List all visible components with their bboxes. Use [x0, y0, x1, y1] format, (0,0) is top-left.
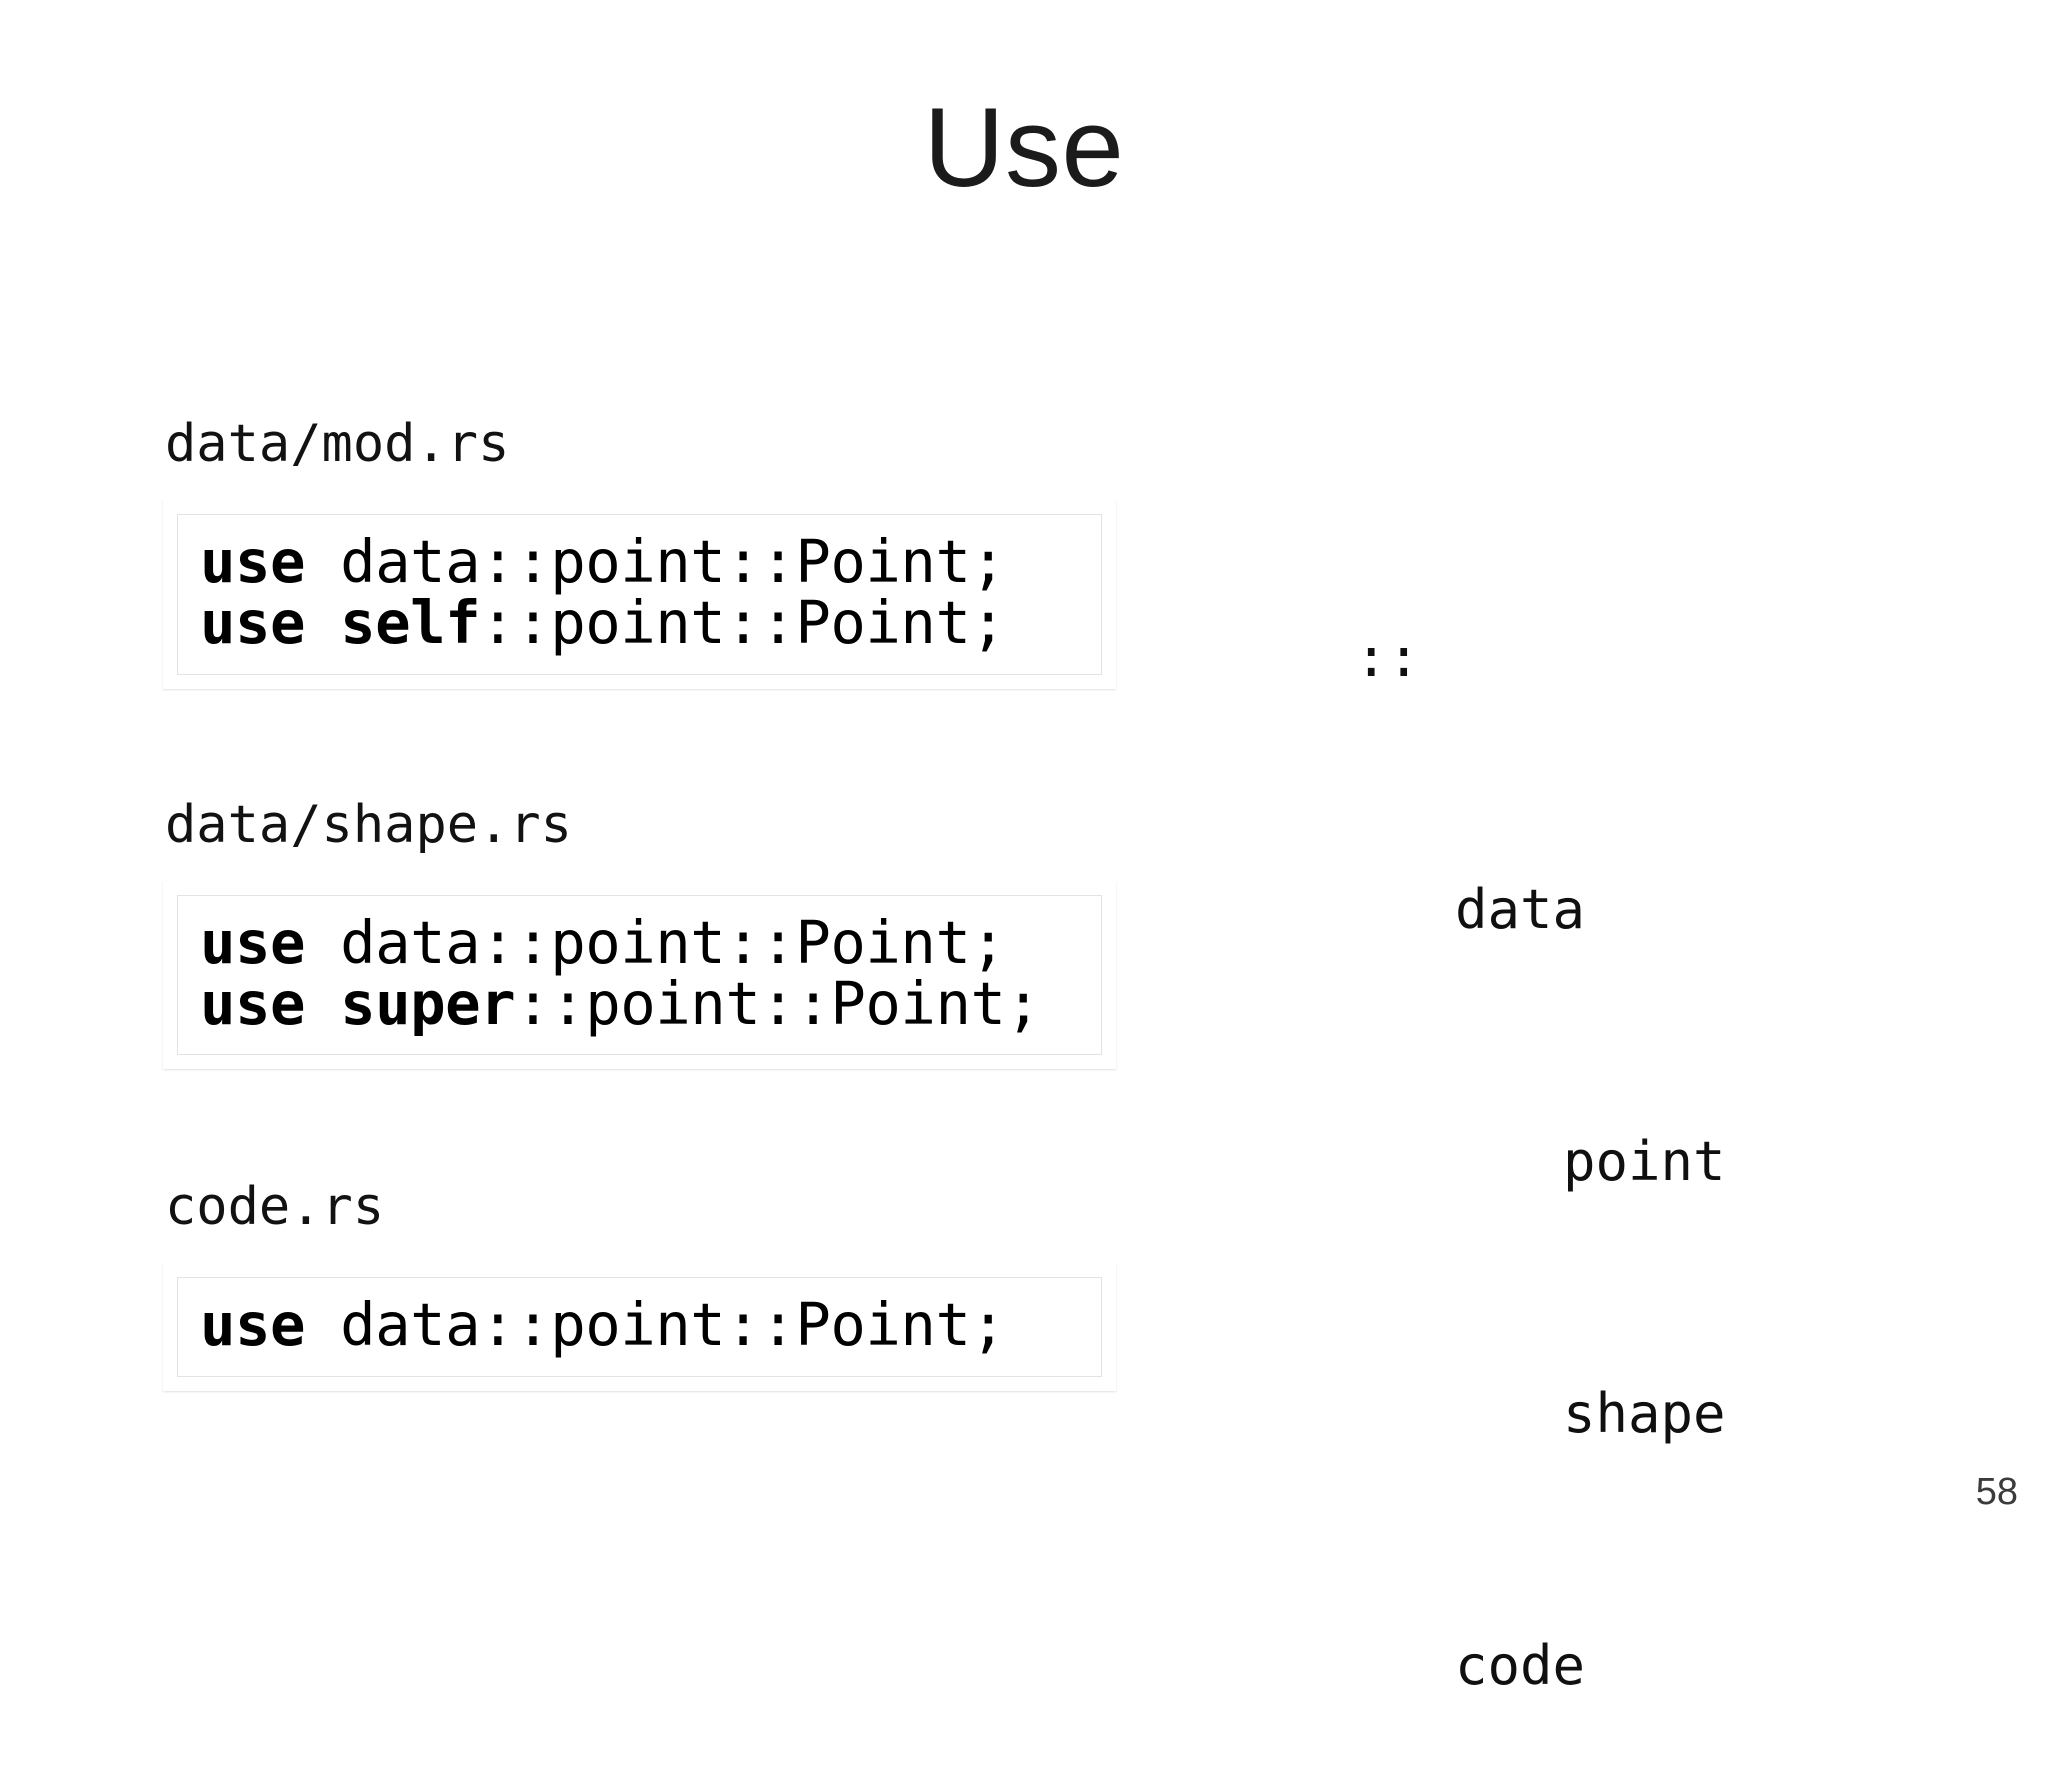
code-line: use self::point::Point; — [200, 592, 1101, 653]
code-path: data::point::Point; — [340, 527, 1006, 596]
module-tree-item: shape — [1563, 1382, 1726, 1445]
module-tree-item: point — [1563, 1130, 1726, 1193]
file-name-label: code.rs — [165, 1177, 385, 1238]
code-keyword: use self — [200, 588, 481, 658]
file-name-label: data/mod.rs — [165, 414, 510, 474]
code-card: use data::point::Point; use super::point… — [163, 880, 1116, 1070]
module-tree-item: code — [1455, 1634, 1586, 1697]
code-line: use data::point::Point; — [200, 912, 1101, 973]
page-title: Use — [923, 85, 1125, 210]
module-tree-item: :: — [1355, 626, 1421, 689]
code-line: use data::point::Point; — [200, 531, 1101, 592]
file-name-label: data/shape.rs — [165, 794, 572, 855]
code-path: data::point::Point; — [340, 1290, 1006, 1360]
file-group: code.rs use data::point::Point; — [163, 1177, 1143, 1391]
module-tree-item: data — [1455, 878, 1586, 941]
code-keyword: use — [200, 907, 341, 977]
code-block: use data::point::Point; use self::point:… — [177, 514, 1102, 675]
code-line: use data::point::Point; — [200, 1294, 1101, 1355]
code-card: use data::point::Point; use self::point:… — [163, 500, 1116, 689]
file-group: data/shape.rs use data::point::Point; us… — [163, 799, 1143, 1070]
code-block: use data::point::Point; use super::point… — [177, 894, 1102, 1056]
page-number: 58 — [1975, 1471, 2018, 1513]
code-keyword: use super — [200, 969, 516, 1039]
code-card: use data::point::Point; — [163, 1263, 1116, 1391]
code-block: use data::point::Point; — [177, 1277, 1102, 1377]
code-path: ::point::Point; — [480, 588, 1006, 658]
module-tree: :: data point shape code — [1355, 448, 1726, 1792]
file-examples-column: data/mod.rs use data::point::Point; use … — [163, 418, 1143, 1391]
code-keyword: use — [200, 1290, 341, 1360]
code-line: use super::point::Point; — [200, 973, 1101, 1034]
code-path: data::point::Point; — [340, 907, 1006, 977]
code-keyword: use — [200, 527, 341, 596]
code-path: ::point::Point; — [515, 969, 1041, 1039]
file-group: data/mod.rs use data::point::Point; use … — [163, 418, 1143, 689]
